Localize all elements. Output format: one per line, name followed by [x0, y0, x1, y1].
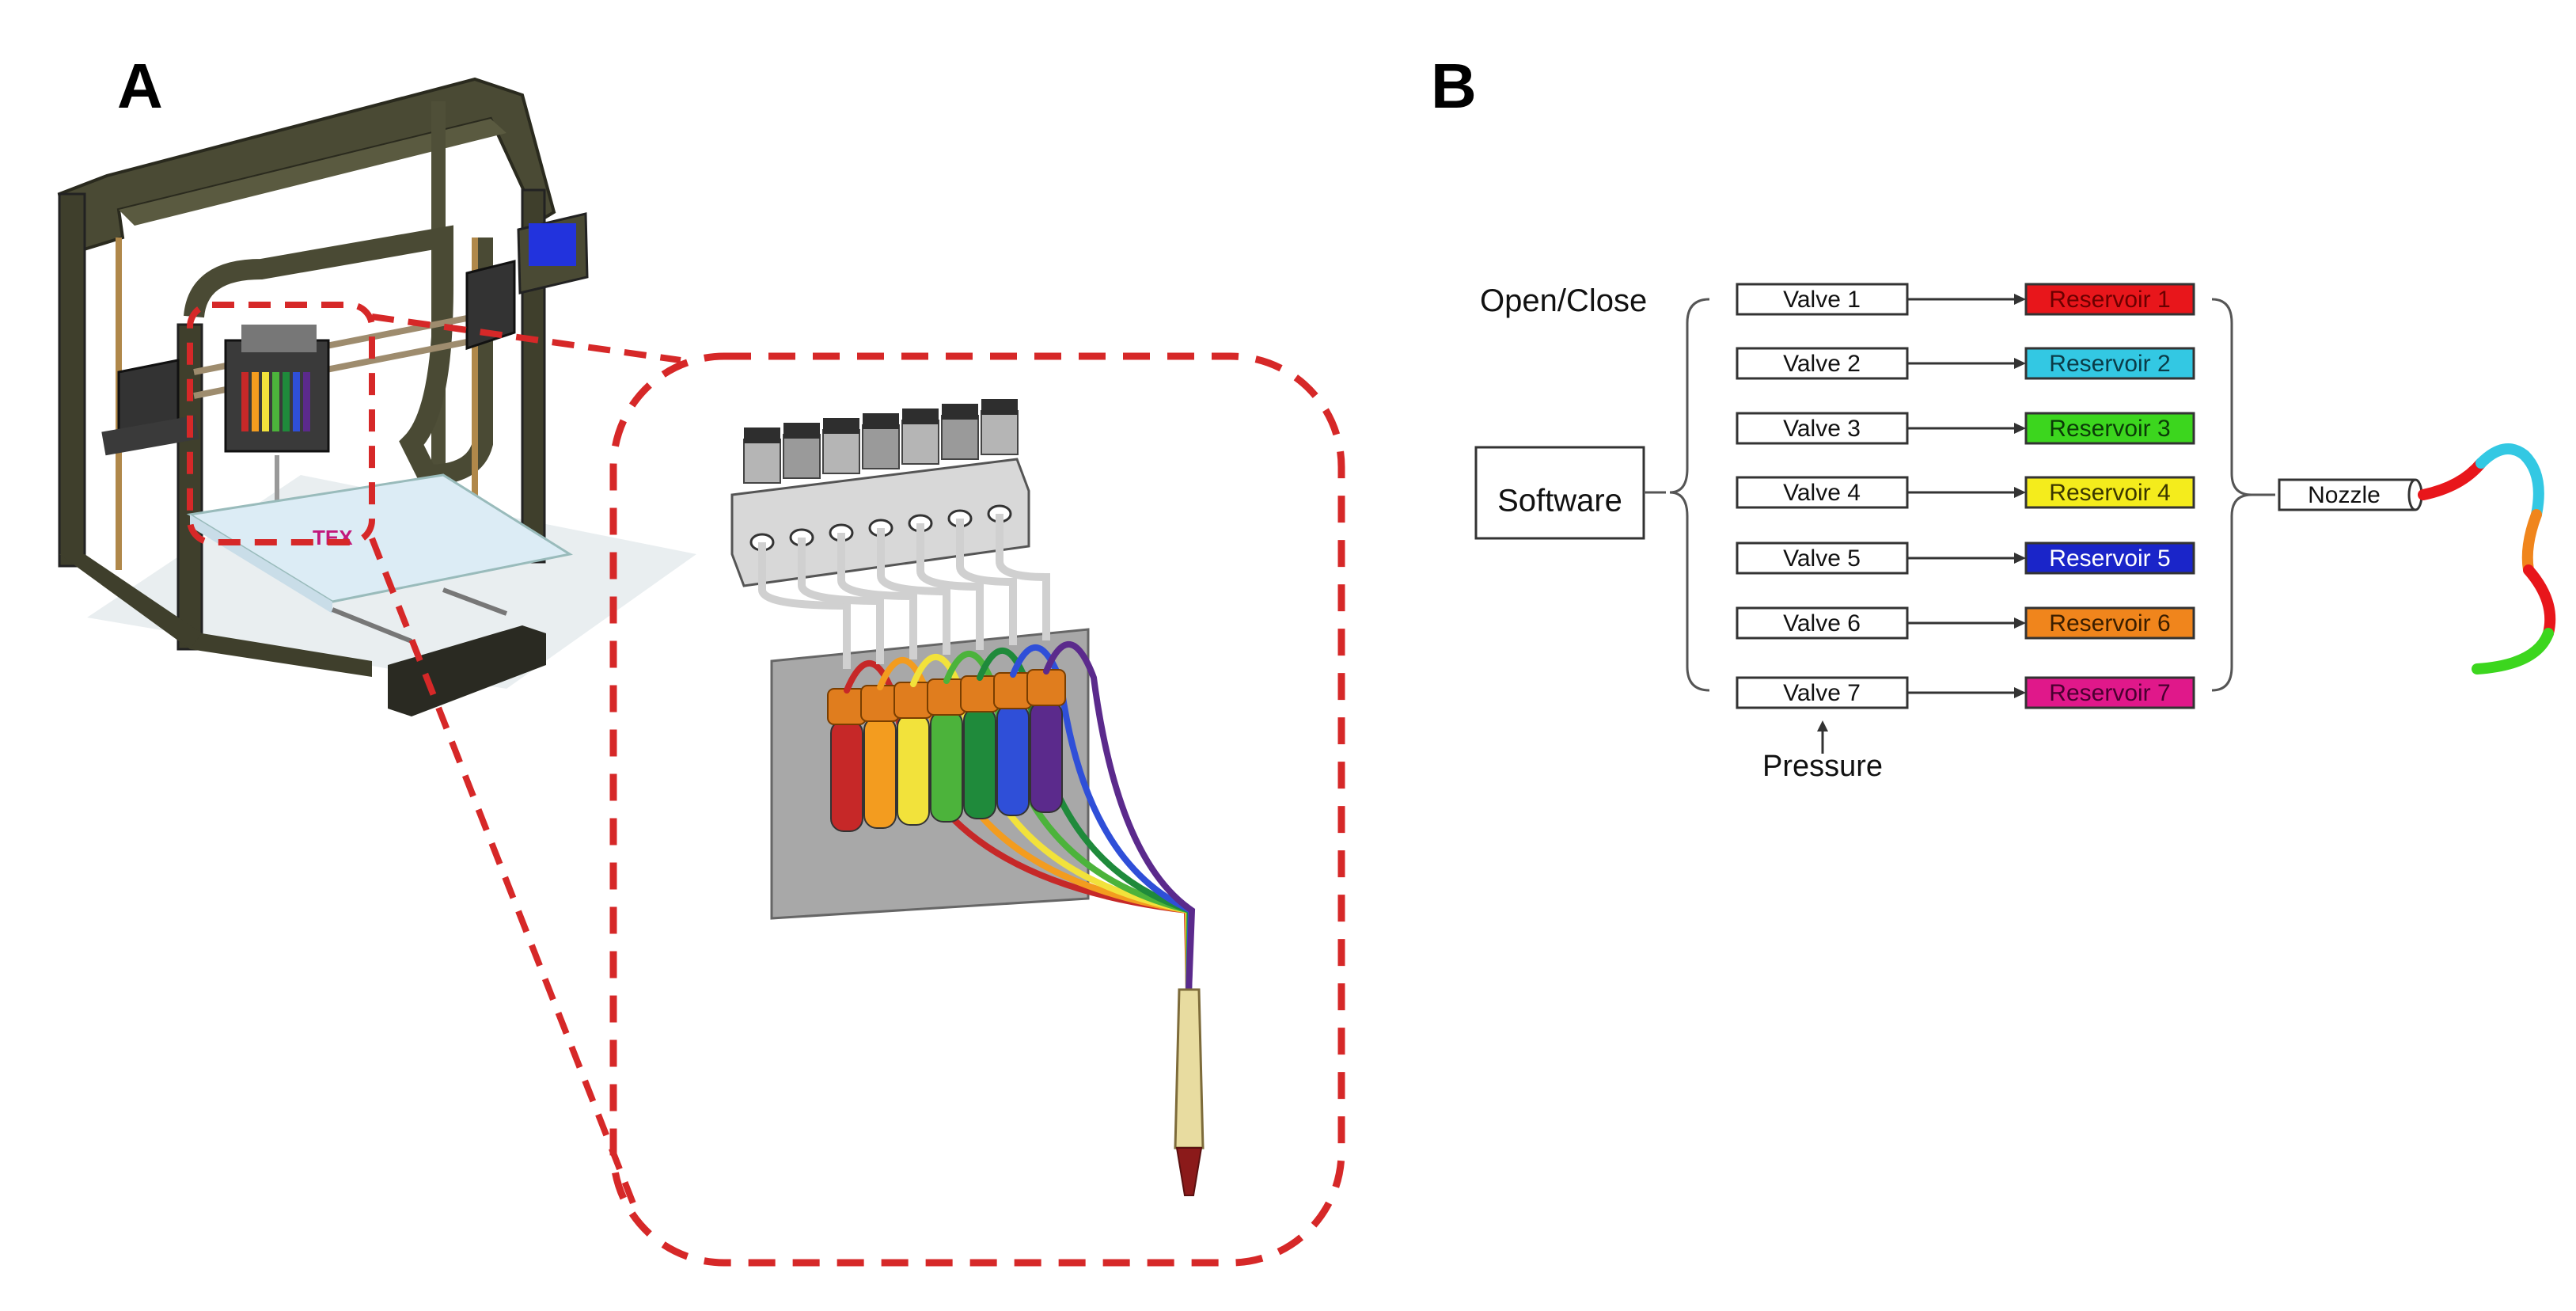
row-6: Valve 6 Reservoir 6 [1736, 606, 2195, 640]
reservoir-label: Reservoir 4 [2049, 480, 2170, 506]
filament-segment [2475, 443, 2544, 520]
reservoir-box [2024, 542, 2195, 575]
valve-box [1736, 676, 1909, 709]
dispense-tubes [758, 514, 1196, 997]
valve-box [1736, 542, 1909, 575]
left-brace [1669, 298, 1710, 692]
filament-segment [2523, 564, 2556, 639]
valve-label: Valve 7 [1783, 680, 1861, 706]
valve-block [862, 424, 900, 469]
valve-block [901, 420, 939, 465]
software-label: Software [1497, 484, 1622, 519]
nozzle-label: Nozzle [2308, 482, 2381, 508]
valve-label: Valve 6 [1783, 610, 1861, 636]
software-box [1474, 446, 1645, 540]
reservoir-label: Reservoir 6 [2049, 610, 2170, 636]
panel-b-label: B [1431, 51, 1477, 121]
filament-segment [2418, 458, 2487, 500]
reservoir-label: Reservoir 2 [2049, 351, 2170, 377]
mini-print-head-tubes [241, 372, 310, 431]
reservoir-box [2024, 676, 2195, 709]
svg-text:TEX: TEX [313, 526, 353, 549]
reservoir-cylinder [1030, 701, 1063, 813]
reservoir-box [2024, 476, 2195, 509]
reservoir-cylinder [963, 707, 996, 819]
panel-a-label: A [117, 51, 163, 121]
valve-box [1736, 347, 1909, 380]
reservoir-cylinder [930, 710, 963, 823]
row-5: Valve 5 Reservoir 5 [1736, 542, 2195, 575]
reservoir-label: Reservoir 7 [2049, 680, 2170, 706]
open-close-label: Open/Close [1480, 283, 1647, 318]
valve-blocks [743, 399, 1019, 552]
valve-box [1736, 476, 1909, 509]
right-brace [2211, 298, 2252, 692]
valve-block [981, 410, 1019, 455]
zoom-connector-bottom [369, 537, 636, 1205]
zoom-callout-frame [609, 352, 1345, 1267]
reservoir-box [2024, 347, 2195, 380]
print-head-enlarged [730, 399, 1205, 1196]
valve-label: Valve 1 [1783, 287, 1861, 313]
valve-block [822, 429, 860, 474]
reservoir-label: Reservoir 5 [2049, 545, 2170, 572]
zoom-connector-top [371, 314, 681, 363]
row-1: Valve 1 Reservoir 1 [1736, 283, 2195, 316]
valve-block [743, 439, 781, 484]
filament-segment [2521, 509, 2542, 576]
row-3: Valve 3 Reservoir 3 [1736, 412, 2195, 445]
feed-tube [1043, 641, 1196, 997]
feed-tube [1010, 644, 1195, 997]
row-4: Valve 4 Reservoir 4 [1736, 476, 2195, 509]
reservoir-box [2024, 606, 2195, 640]
reservoir-box [2024, 412, 2195, 445]
row-2: Valve 2 Reservoir 2 [1736, 347, 2195, 380]
reservoir-cylinder [830, 720, 863, 832]
filament-segment [2472, 628, 2554, 674]
reservoir-cylinder [863, 716, 897, 829]
row-7: Valve 7 Reservoir 7 [1736, 676, 2195, 709]
zoom-source-region [187, 302, 375, 545]
valve-label: Valve 3 [1783, 416, 1861, 442]
reservoir-cylinder [996, 704, 1030, 816]
valve-block [941, 415, 979, 460]
reservoir-label: Reservoir 1 [2049, 287, 2170, 313]
reservoir-label: Reservoir 3 [2049, 416, 2170, 442]
reservoir-cylinder [897, 713, 930, 826]
valve-block [783, 434, 821, 479]
printed-filament [2418, 443, 2556, 674]
reservoir-box [2024, 283, 2195, 316]
printer-illustration: TEX [57, 77, 696, 716]
valve-label: Valve 4 [1783, 480, 1861, 506]
valve-label: Valve 5 [1783, 545, 1861, 572]
pressure-label: Pressure [1762, 750, 1883, 783]
valve-label: Valve 2 [1783, 351, 1861, 377]
